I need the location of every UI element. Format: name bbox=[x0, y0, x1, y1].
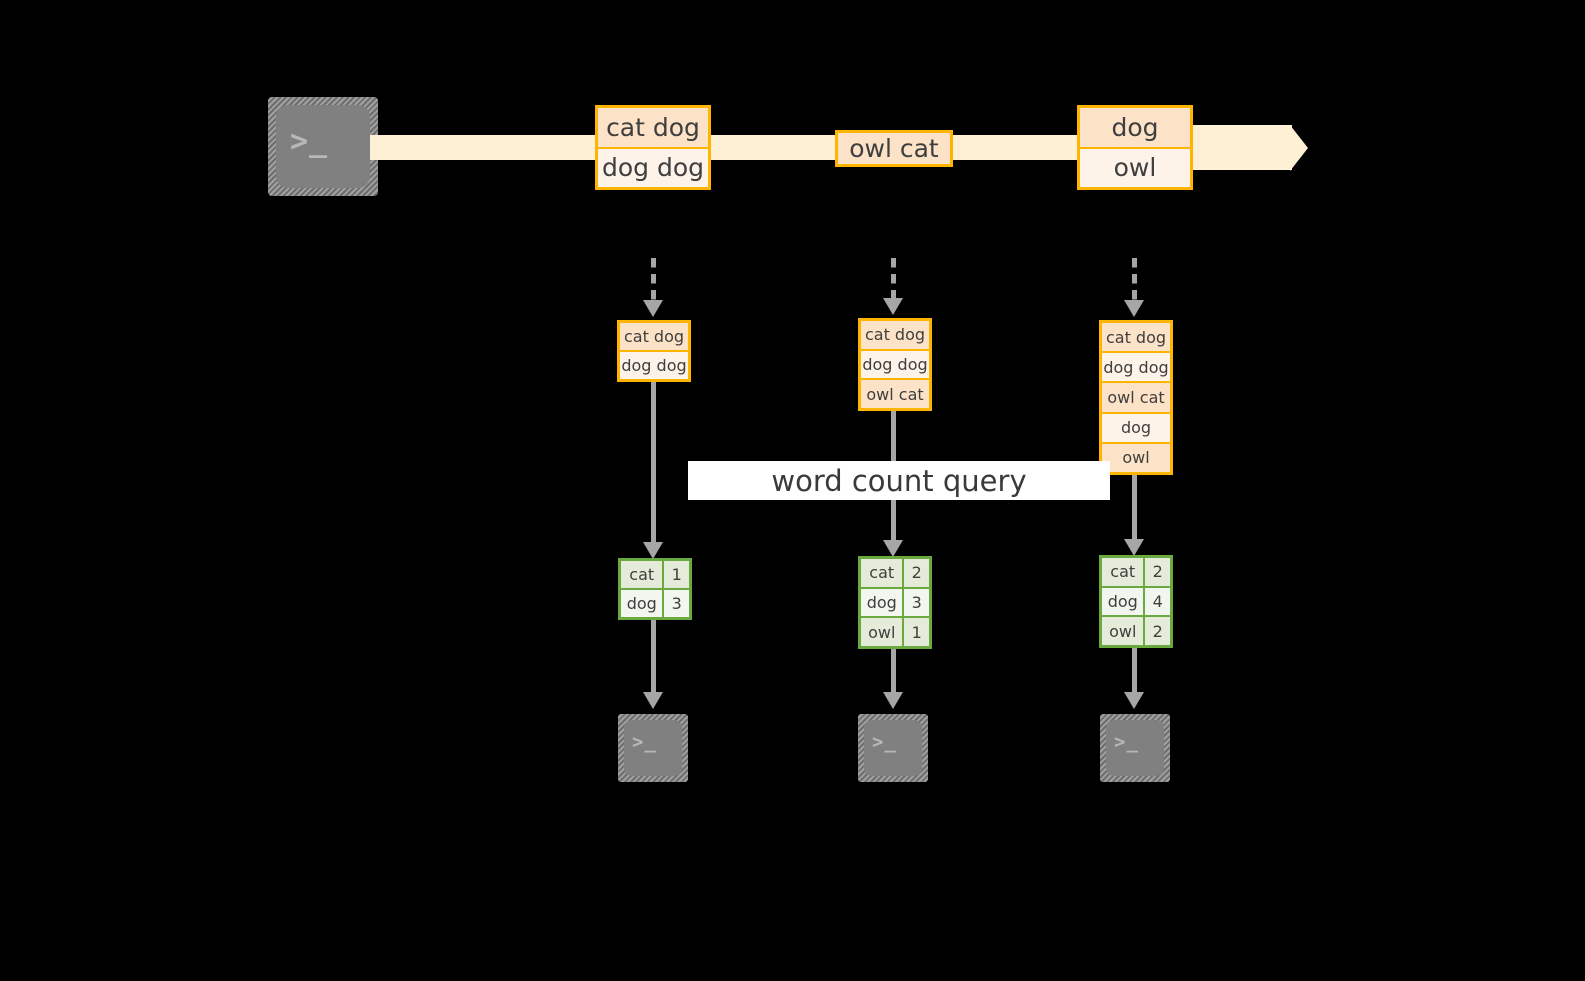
snapshot-1-sink-arrowhead bbox=[643, 692, 663, 709]
snapshot-3-table: cat dog dog dog owl cat dog owl bbox=[1099, 320, 1173, 475]
snapshot-1-result-table: cat 1 dog 3 bbox=[618, 558, 692, 620]
stream-record-line: owl bbox=[1080, 146, 1190, 187]
snapshot-2-trigger-arrowhead bbox=[883, 298, 903, 315]
table-row: cat 1 bbox=[621, 561, 689, 588]
snapshot-line: dog bbox=[1102, 411, 1170, 442]
snapshot-1-sink-arrow bbox=[651, 620, 656, 700]
result-word: cat bbox=[861, 559, 905, 587]
terminal-prompt-glyph: >_ bbox=[290, 124, 329, 159]
input-stream-arrowhead bbox=[1290, 125, 1308, 171]
snapshot-3-query-arrowhead bbox=[1124, 539, 1144, 556]
snapshot-line: dog dog bbox=[1102, 351, 1170, 382]
snapshot-line: owl cat bbox=[1102, 381, 1170, 412]
result-count: 2 bbox=[1145, 617, 1170, 646]
table-row: dog 3 bbox=[621, 588, 689, 617]
table-row: dog 3 bbox=[861, 586, 929, 617]
stream-record-line: owl cat bbox=[838, 133, 950, 164]
snapshot-2-sink-arrow bbox=[891, 649, 896, 700]
table-row: owl 2 bbox=[1102, 615, 1170, 646]
table-row: owl 1 bbox=[861, 616, 929, 647]
snapshot-line: cat dog bbox=[1102, 323, 1170, 352]
snapshot-3-sink-terminal-icon: >_ bbox=[1100, 714, 1170, 782]
snapshot-2-result-table: cat 2 dog 3 owl 1 bbox=[858, 556, 932, 649]
stream-record-line: dog dog bbox=[598, 146, 708, 187]
snapshot-3-result-table: cat 2 dog 4 owl 2 bbox=[1099, 555, 1173, 648]
result-word: dog bbox=[621, 590, 665, 617]
snapshot-line: owl cat bbox=[861, 378, 929, 409]
snapshot-line: dog dog bbox=[861, 348, 929, 379]
stream-record-line: cat dog bbox=[598, 108, 708, 147]
result-count: 3 bbox=[664, 590, 689, 617]
result-word: cat bbox=[621, 561, 665, 588]
stream-record-3: dog owl bbox=[1077, 105, 1193, 190]
result-count: 3 bbox=[904, 588, 929, 617]
query-label: word count query bbox=[688, 461, 1110, 500]
snapshot-3-sink-arrowhead bbox=[1124, 692, 1144, 709]
result-count: 4 bbox=[1145, 587, 1170, 616]
terminal-screen: >_ bbox=[276, 105, 370, 188]
terminal-prompt-glyph: >_ bbox=[632, 731, 657, 753]
result-count: 2 bbox=[904, 559, 929, 587]
snapshot-2-query-arrowhead bbox=[883, 540, 903, 557]
snapshot-1-sink-terminal-icon: >_ bbox=[618, 714, 688, 782]
table-row: cat 2 bbox=[861, 559, 929, 587]
terminal-screen: >_ bbox=[624, 720, 682, 776]
terminal-prompt-glyph: >_ bbox=[872, 731, 897, 753]
snapshot-line: cat dog bbox=[620, 323, 688, 350]
snapshot-2-sink-terminal-icon: >_ bbox=[858, 714, 928, 782]
snapshot-1-query-arrow bbox=[651, 382, 656, 552]
terminal-screen: >_ bbox=[864, 720, 922, 776]
result-word: dog bbox=[1102, 587, 1146, 616]
snapshot-3-query-arrow bbox=[1132, 475, 1137, 550]
table-row: cat 2 bbox=[1102, 558, 1170, 586]
stream-record-line: dog bbox=[1080, 108, 1190, 147]
snapshot-1-table: cat dog dog dog bbox=[617, 320, 691, 382]
result-word: owl bbox=[861, 618, 905, 647]
result-count: 1 bbox=[664, 561, 689, 588]
snapshot-3-trigger-arrowhead bbox=[1124, 300, 1144, 317]
snapshot-1-trigger-arrowhead bbox=[643, 300, 663, 317]
snapshot-3-sink-arrow bbox=[1132, 648, 1137, 700]
table-row: dog 4 bbox=[1102, 585, 1170, 616]
source-terminal-icon: >_ bbox=[268, 97, 378, 196]
snapshot-line: dog dog bbox=[620, 350, 688, 379]
result-word: cat bbox=[1102, 558, 1146, 586]
snapshot-2-table: cat dog dog dog owl cat bbox=[858, 318, 932, 411]
result-word: owl bbox=[1102, 617, 1146, 646]
terminal-screen: >_ bbox=[1106, 720, 1164, 776]
snapshot-1-trigger-arrow bbox=[651, 258, 656, 302]
snapshot-line: owl bbox=[1102, 441, 1170, 473]
snapshot-2-trigger-arrow bbox=[891, 258, 896, 300]
result-count: 2 bbox=[1145, 558, 1170, 586]
result-count: 1 bbox=[904, 618, 929, 647]
snapshot-line: cat dog bbox=[861, 321, 929, 349]
stream-record-2: owl cat bbox=[835, 130, 953, 167]
result-word: dog bbox=[861, 588, 905, 617]
terminal-prompt-glyph: >_ bbox=[1114, 731, 1139, 753]
snapshot-2-sink-arrowhead bbox=[883, 692, 903, 709]
snapshot-1-query-arrowhead bbox=[643, 542, 663, 559]
snapshot-3-trigger-arrow bbox=[1132, 258, 1137, 302]
stream-record-1: cat dog dog dog bbox=[595, 105, 711, 190]
input-stream-arrow-shaft-wide bbox=[1190, 125, 1292, 170]
